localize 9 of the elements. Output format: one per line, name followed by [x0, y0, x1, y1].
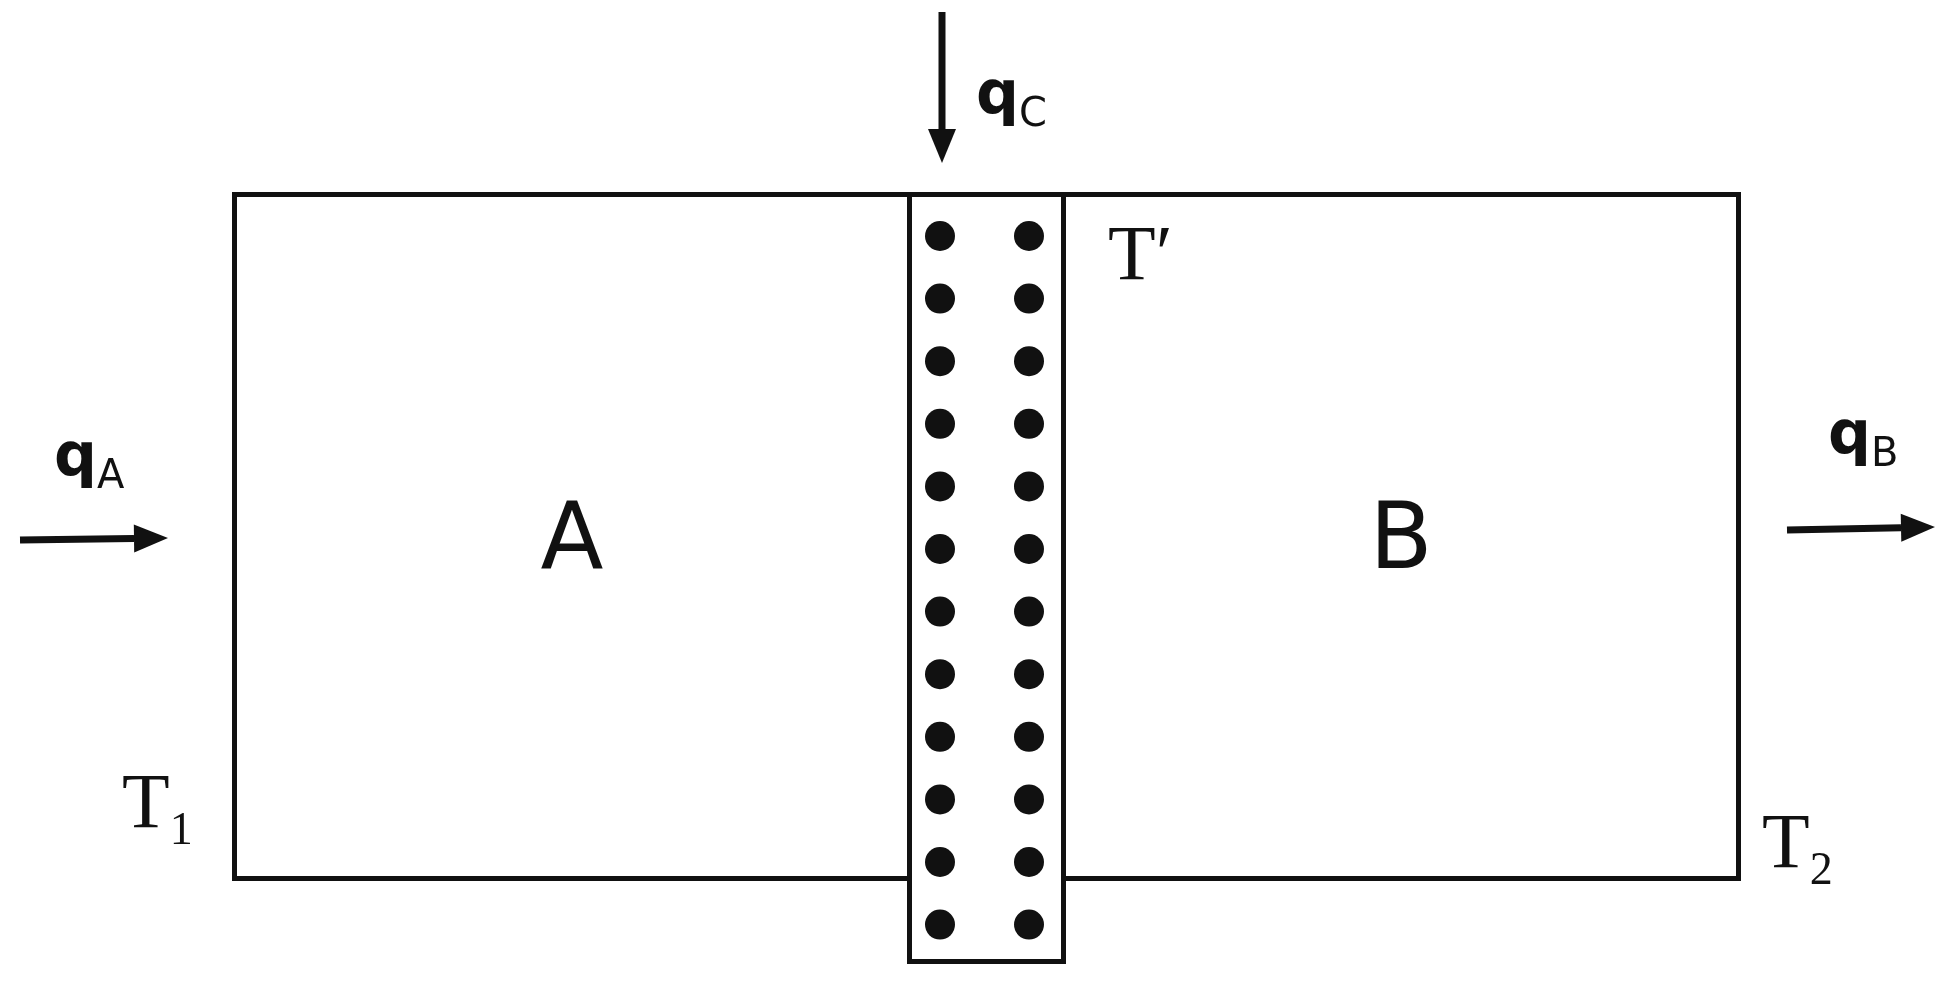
heat-flux-label: q$_{A}$	[54, 424, 125, 494]
heat-flux-label: q$_{C}$	[976, 62, 1047, 132]
region-label: A	[540, 490, 604, 583]
temperature-label: T$_{1}$	[122, 762, 193, 852]
source-layer	[907, 192, 1066, 964]
temperature-label: T$_{2}$	[1762, 802, 1833, 892]
temperature-label: T′	[1108, 214, 1173, 292]
region-label: B	[1369, 490, 1433, 583]
heat-flux-label: q$_{B}$	[1828, 402, 1899, 472]
